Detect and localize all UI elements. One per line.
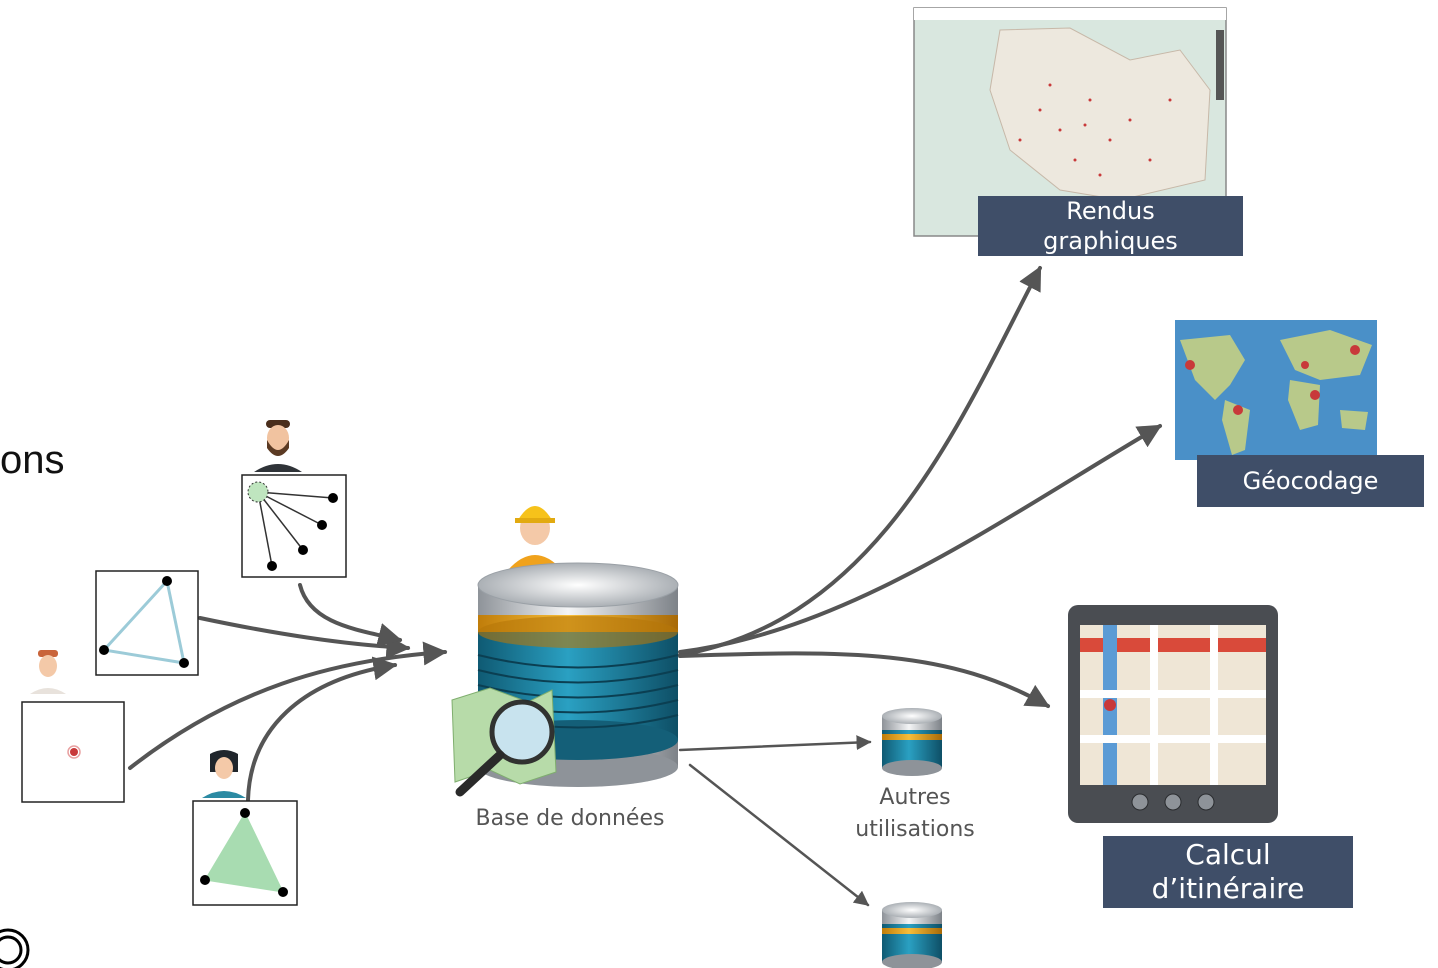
rendering-label: Rendus graphiques xyxy=(978,196,1243,256)
database-caption: Base de données xyxy=(475,806,665,831)
arrow-db-to-rendering xyxy=(678,265,1042,657)
arrow-polygon-to-db xyxy=(246,656,398,802)
database-icon xyxy=(451,506,679,797)
arrow-star-to-db xyxy=(298,583,403,647)
database-icon xyxy=(882,902,942,968)
contributor-avatar xyxy=(30,650,66,694)
triangle-way-diagram xyxy=(95,570,199,676)
arrow-db-to-geocoding xyxy=(678,424,1163,654)
routing-label-text: Calcul d’itinéraire xyxy=(1151,838,1305,905)
arrow-db-to-routing xyxy=(678,651,1051,708)
arrow-triangle-to-db xyxy=(198,616,411,659)
arrow-node-to-db xyxy=(128,641,448,770)
cc-license-icon xyxy=(0,928,30,968)
flow-arrows xyxy=(128,265,1163,907)
contributor-avatar xyxy=(508,506,562,570)
contributor-avatar xyxy=(202,750,246,798)
polygon-area-diagram xyxy=(192,800,298,906)
arrow-db-to-other-uses xyxy=(678,735,872,752)
routing-label: Calcul d’itinéraire xyxy=(1103,836,1353,908)
world-map-thumbnail xyxy=(1175,320,1377,460)
other-uses-caption: Autres utilisations xyxy=(830,782,1000,846)
node-diagram xyxy=(21,701,125,803)
contributor-avatar xyxy=(254,420,302,472)
rendering-label-text: Rendus graphiques xyxy=(1043,197,1178,255)
arrow-db-to-extra-db xyxy=(688,763,870,907)
database-icon xyxy=(882,708,942,776)
other-uses-caption-text: Autres utilisations xyxy=(855,785,975,842)
geocoding-label: Géocodage xyxy=(1197,455,1424,507)
star-way-diagram xyxy=(241,474,347,578)
geocoding-label-text: Géocodage xyxy=(1242,467,1379,495)
slide-title-fragment: ons xyxy=(0,438,65,482)
gps-device-icon xyxy=(1068,605,1278,823)
